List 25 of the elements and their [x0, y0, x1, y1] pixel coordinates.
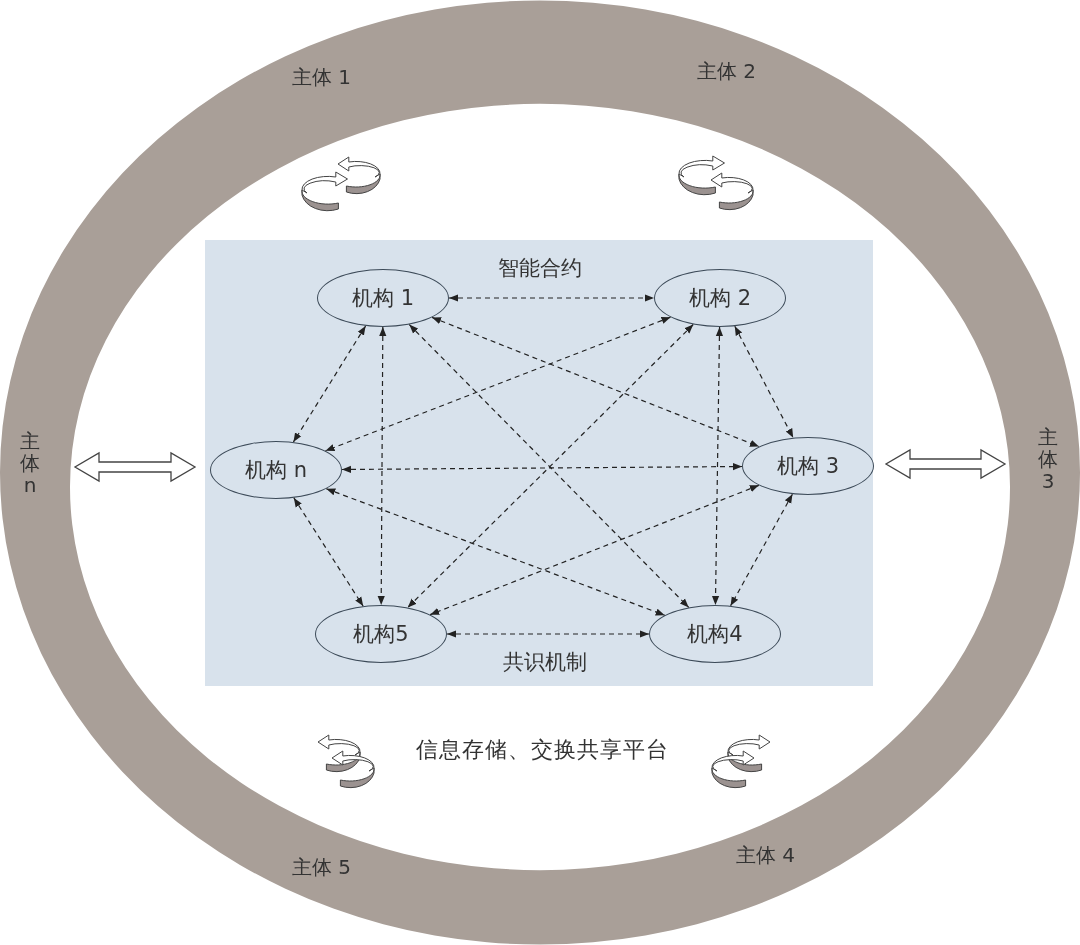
dashed-arrow [448, 294, 655, 302]
panel-heading: 共识机制 [503, 649, 587, 676]
platform-label: 信息存储、交换共享平台 [415, 736, 669, 764]
dashed-arrow [377, 326, 387, 606]
dashed-arrow [431, 316, 760, 448]
party-label: 主体 2 [697, 60, 757, 82]
double-block-arrow [884, 448, 1007, 480]
dashed-arrow [325, 488, 666, 616]
double-block-arrow [73, 451, 197, 483]
dashed-arrow [324, 316, 672, 452]
dashed-arrow [711, 326, 724, 606]
platform-panel [205, 240, 873, 686]
party-label: 主体 3 [1038, 426, 1058, 492]
dashed-arrow [293, 497, 364, 607]
dashed-arrow [292, 325, 367, 443]
party-label: 主体 4 [736, 844, 796, 866]
dashed-arrow [734, 325, 794, 439]
dashed-arrow [730, 493, 793, 607]
party-label: 主体 5 [292, 856, 352, 878]
dashed-arrow [341, 462, 743, 474]
panel-heading: 智能合约 [498, 255, 582, 282]
dashed-arrow [429, 484, 760, 616]
party-label: 主体 n [20, 430, 40, 496]
party-label: 主体 1 [292, 66, 352, 88]
dashed-arrow [446, 630, 650, 638]
